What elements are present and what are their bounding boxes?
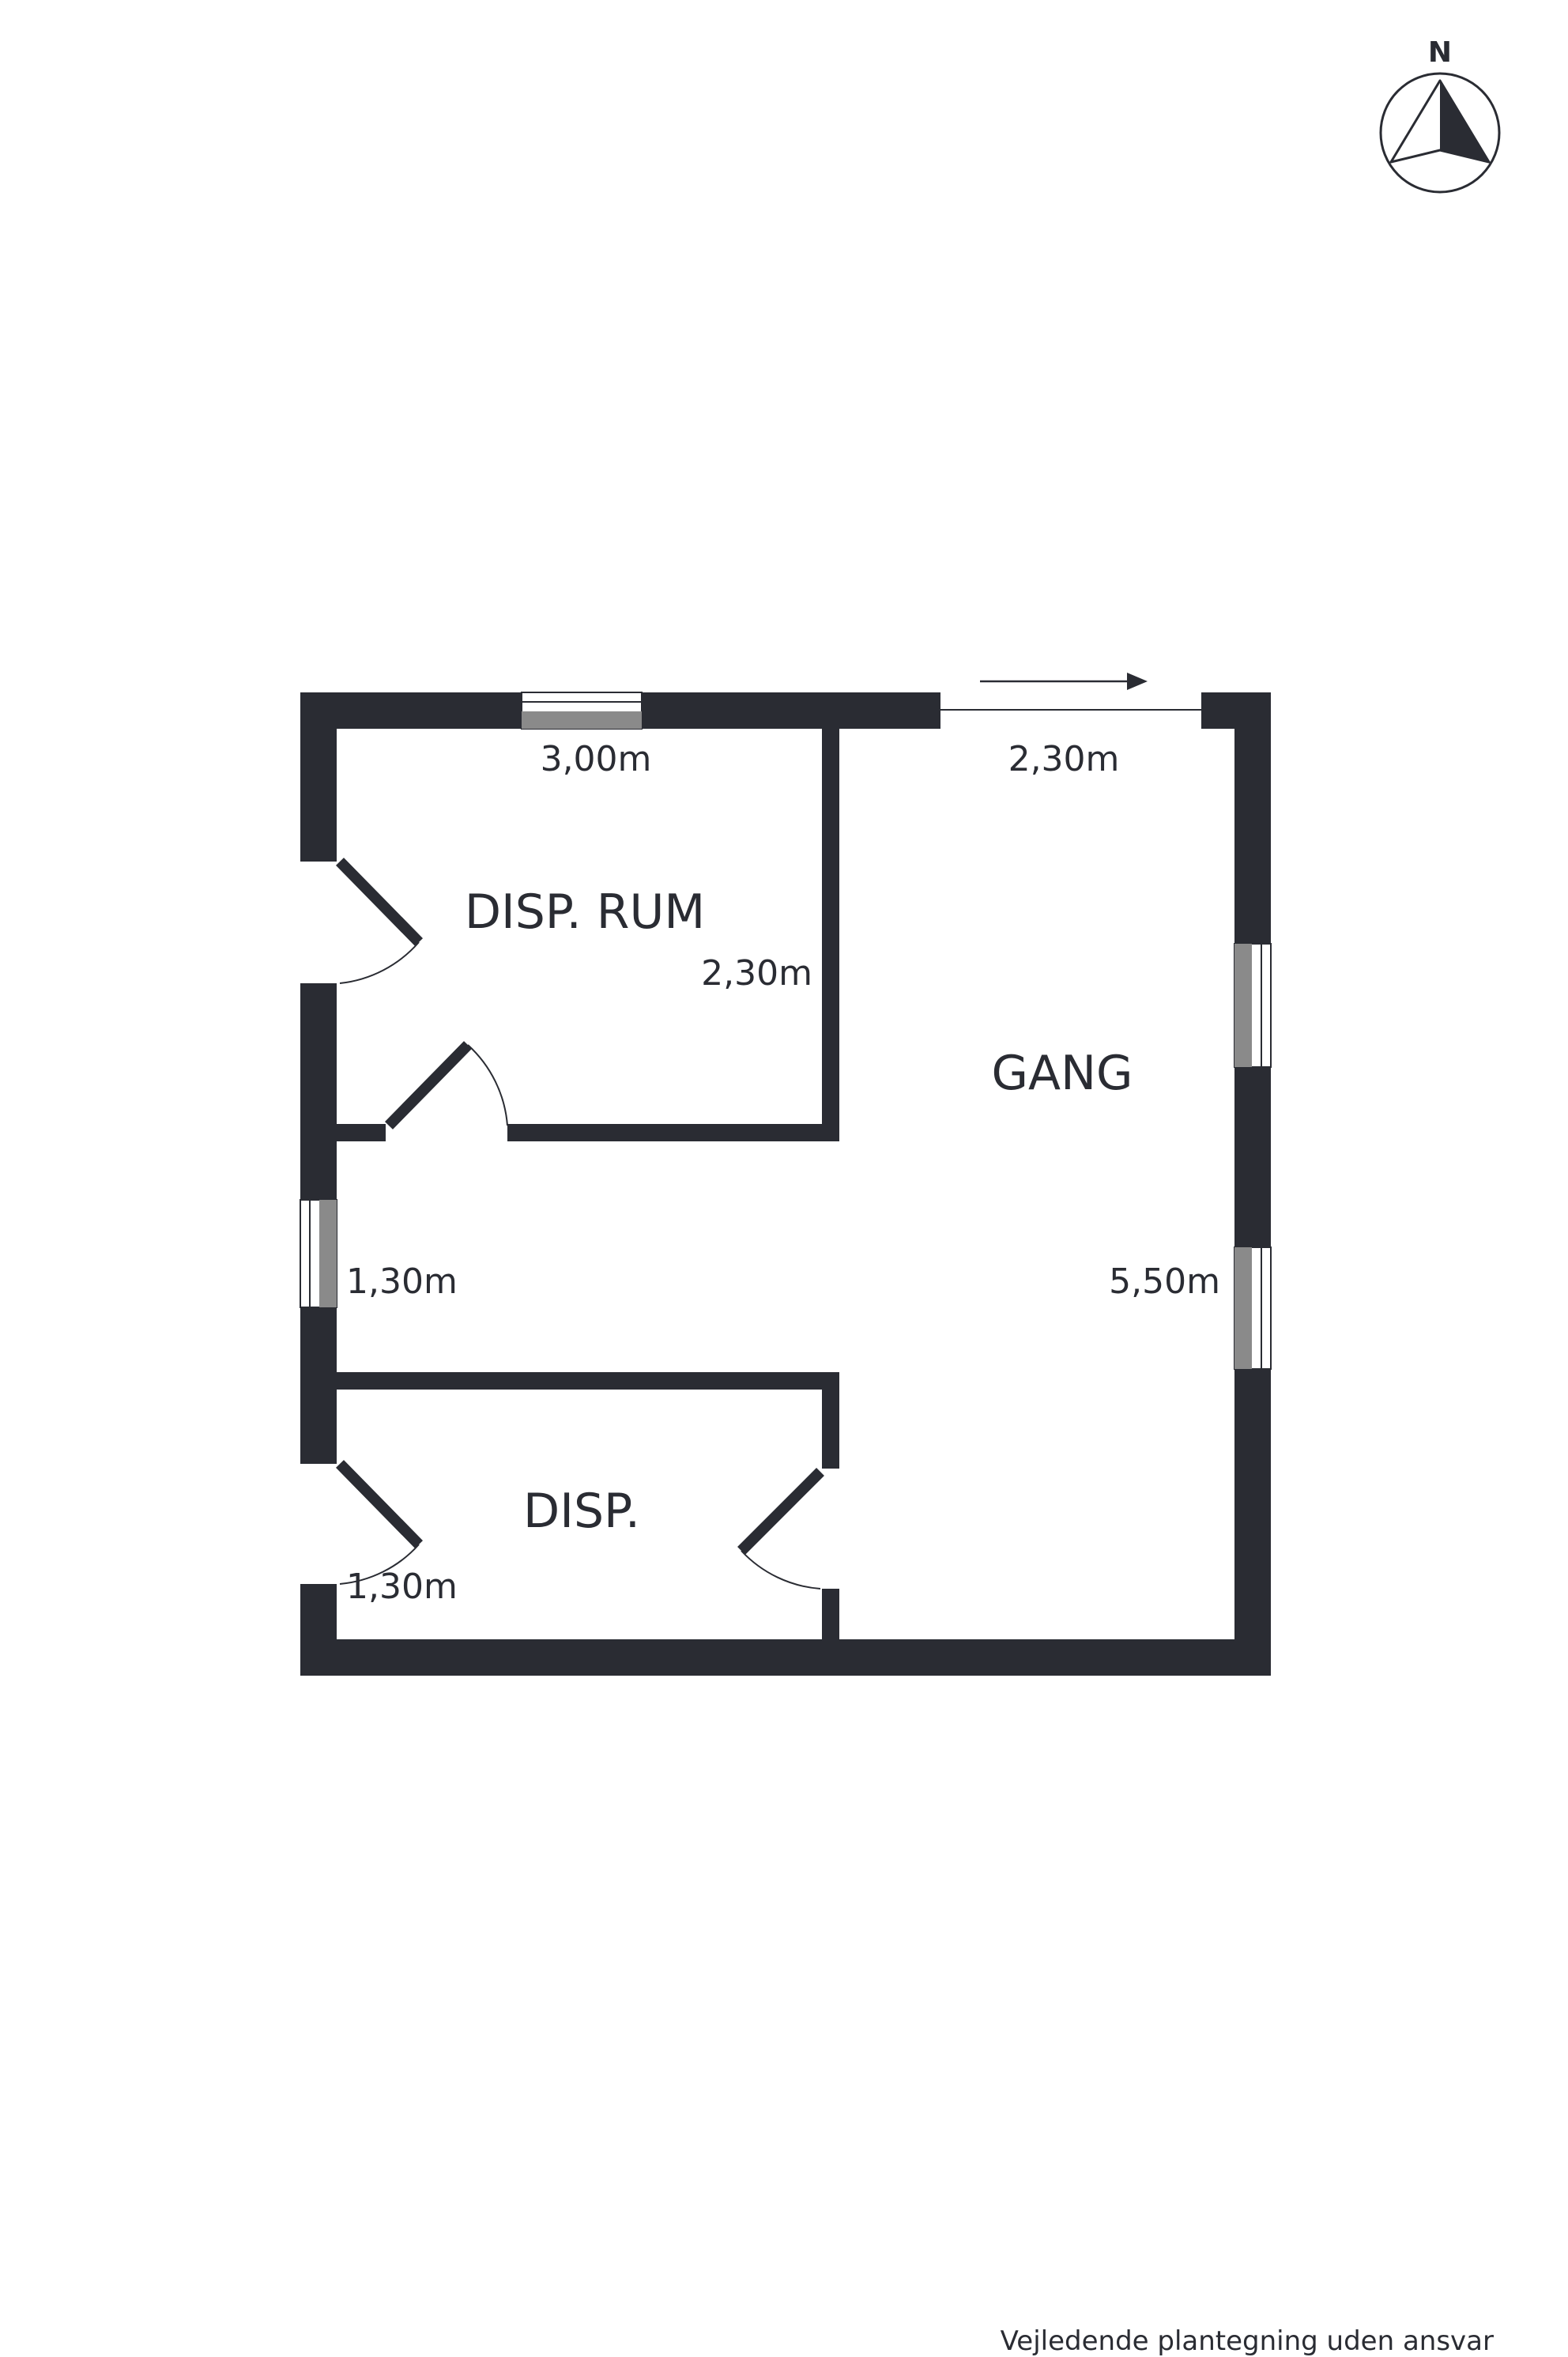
door-disp-left bbox=[336, 1460, 423, 1585]
dimension-gang-width: 2,30m bbox=[1008, 739, 1120, 779]
dimension-disp-rum-width: 3,00m bbox=[541, 739, 652, 779]
walls bbox=[300, 692, 1271, 1676]
door-disp-rum-left bbox=[336, 858, 423, 984]
door-disp-rum-bottom bbox=[385, 1041, 508, 1129]
dimension-disp-rum-depth: 2,30m bbox=[701, 953, 812, 994]
room-label-disp-rum: DISP. RUM bbox=[465, 884, 705, 940]
door-disp-right bbox=[737, 1468, 824, 1590]
dimension-gang-length: 5,50m bbox=[1109, 1261, 1220, 1302]
entrance-arrow-icon bbox=[940, 673, 1201, 711]
window-right-lower bbox=[1234, 1246, 1272, 1370]
north-arrow-icon bbox=[1379, 72, 1501, 194]
disclaimer-text: Vejledende plantegning uden ansvar bbox=[1000, 2325, 1494, 2357]
window-right-upper bbox=[1234, 943, 1272, 1068]
compass: N bbox=[1379, 36, 1501, 194]
compass-north-label: N bbox=[1428, 36, 1452, 69]
window-left bbox=[300, 1199, 337, 1308]
room-label-disp: DISP. bbox=[523, 1484, 640, 1539]
dimension-disp-depth: 1,30m bbox=[346, 1567, 458, 1607]
dimension-corridor-width: 1,30m bbox=[346, 1261, 458, 1302]
room-label-gang: GANG bbox=[992, 1046, 1133, 1101]
window-top bbox=[521, 692, 643, 730]
